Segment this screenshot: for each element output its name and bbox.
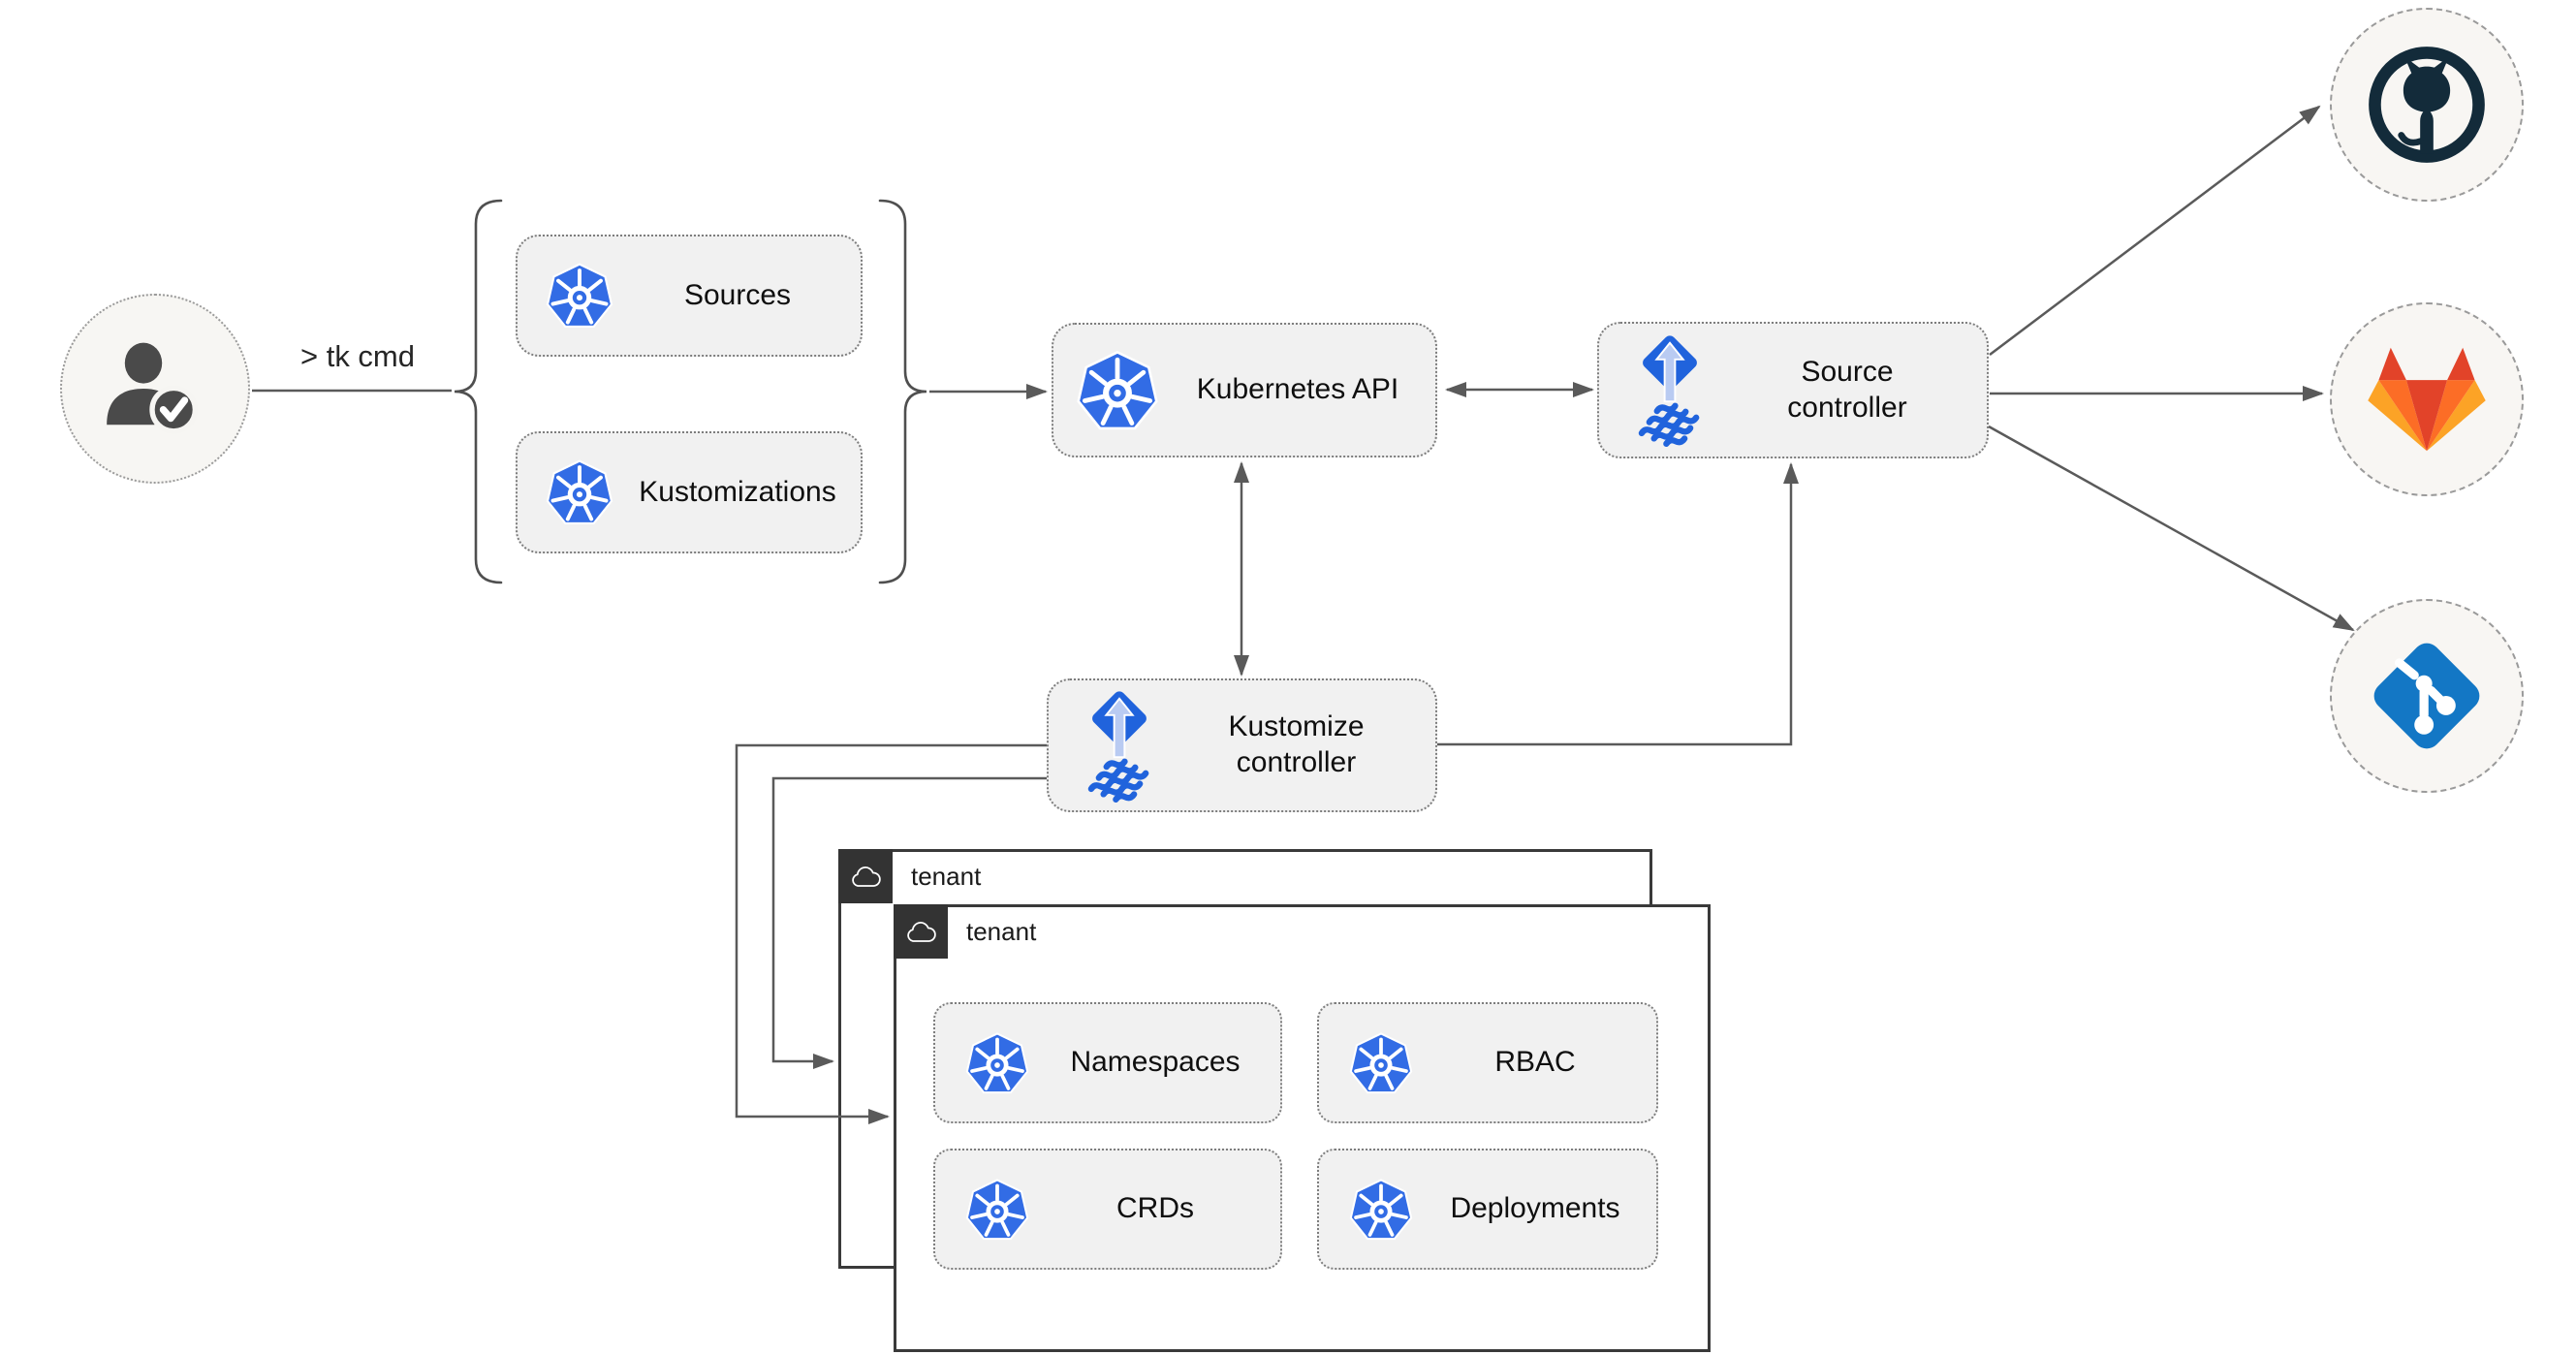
github-icon	[2366, 44, 2488, 166]
repo-circle-gitlab	[2330, 302, 2524, 496]
tenant-tab	[838, 849, 893, 903]
user-check-icon	[97, 331, 213, 447]
flux-icon	[1082, 689, 1157, 803]
connector-source-to-github	[1989, 105, 2321, 356]
sources-label: Sources	[683, 278, 792, 311]
namespaces-node: Namespaces	[933, 1002, 1282, 1123]
tenant-box-front: tenant Namespaces RBAC CRDs Deployments	[894, 904, 1711, 1352]
namespaces-label: Namespaces	[1070, 1046, 1241, 1079]
brace-right	[878, 199, 927, 584]
flux-icon	[1632, 333, 1708, 447]
deployments-node: Deployments	[1317, 1149, 1658, 1270]
sources-node: Sources	[516, 235, 863, 357]
gitlab-icon	[2367, 344, 2487, 455]
git-icon	[2358, 627, 2496, 765]
command-label: > tk cmd	[299, 339, 415, 373]
source-controller-label: Source controller	[1787, 355, 1907, 424]
tenant-label: tenant	[966, 916, 1037, 946]
kubernetes-api-label: Kubernetes API	[1196, 373, 1399, 406]
rbac-label: RBAC	[1494, 1046, 1576, 1079]
kubernetes-icon	[964, 1177, 1030, 1243]
kubernetes-icon	[1348, 1030, 1414, 1096]
kustomizations-node: Kustomizations	[516, 431, 863, 553]
rbac-node: RBAC	[1317, 1002, 1658, 1123]
connector-kustomize-to-source	[1437, 462, 1799, 746]
tenant-label: tenant	[911, 861, 982, 891]
repo-circle-github	[2330, 8, 2524, 202]
kubernetes-icon	[545, 457, 614, 527]
kustomize-controller-label: Kustomize controller	[1228, 710, 1365, 778]
user-avatar	[60, 294, 250, 484]
kubernetes-icon	[545, 261, 614, 331]
kustomize-controller-node: Kustomize controller	[1047, 678, 1437, 812]
crds-node: CRDs	[933, 1149, 1282, 1270]
kubernetes-icon	[1075, 348, 1160, 433]
crds-label: CRDs	[1116, 1192, 1194, 1225]
kubernetes-icon	[964, 1030, 1030, 1096]
cloud-icon	[903, 917, 938, 946]
connector-source-to-git	[1988, 425, 2355, 632]
repo-circle-git	[2330, 599, 2524, 793]
brace-left	[454, 199, 503, 584]
kubernetes-api-node: Kubernetes API	[1052, 323, 1437, 457]
source-controller-node: Source controller	[1597, 322, 1989, 458]
kubernetes-icon	[1348, 1177, 1414, 1243]
kustomizations-label: Kustomizations	[639, 475, 836, 508]
cloud-icon	[848, 862, 883, 891]
deployments-label: Deployments	[1450, 1192, 1620, 1225]
tenant-tab	[894, 904, 948, 959]
